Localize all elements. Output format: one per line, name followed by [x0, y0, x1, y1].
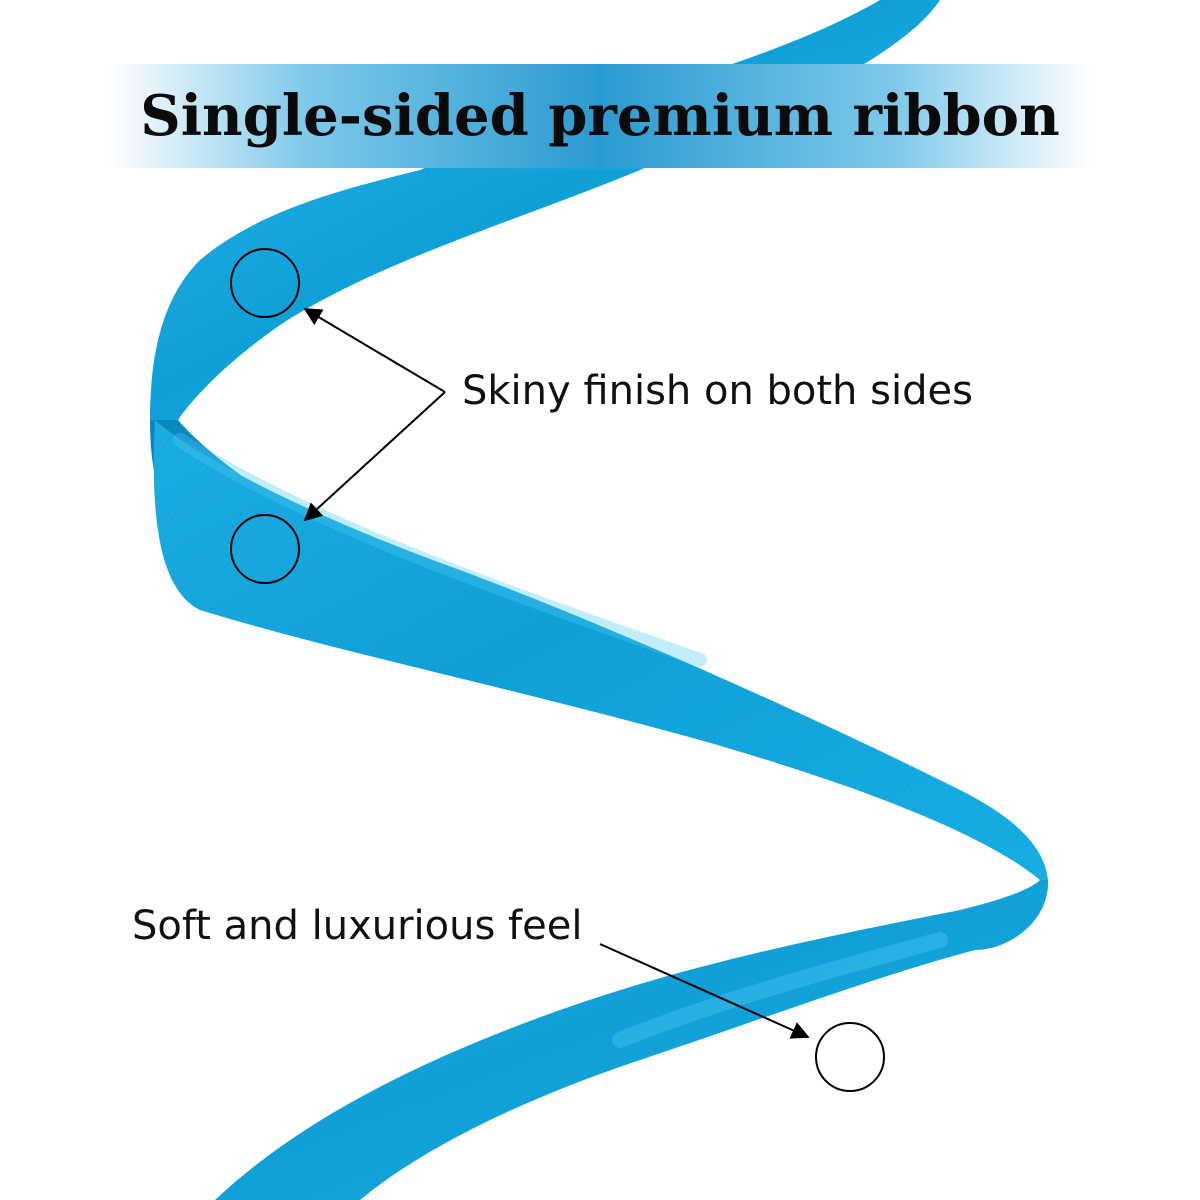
ribbon-sheen-1	[173, 433, 707, 667]
page-title: Single-sided premium ribbon	[140, 83, 1060, 149]
callout-finish-label: Skiny finish on both sides	[462, 368, 973, 414]
detail-circle-middle	[230, 514, 300, 584]
callout-arrow-top	[303, 308, 446, 393]
callout-arrow-bottom	[599, 943, 810, 1039]
callout-feel-label: Soft and luxurious feel	[132, 903, 583, 949]
ribbon-sheen-2	[612, 932, 948, 1048]
callout-arrow-middle	[303, 391, 446, 522]
detail-circle-top	[230, 248, 300, 318]
detail-circle-bottom	[815, 1022, 885, 1092]
title-banner	[110, 64, 1090, 168]
